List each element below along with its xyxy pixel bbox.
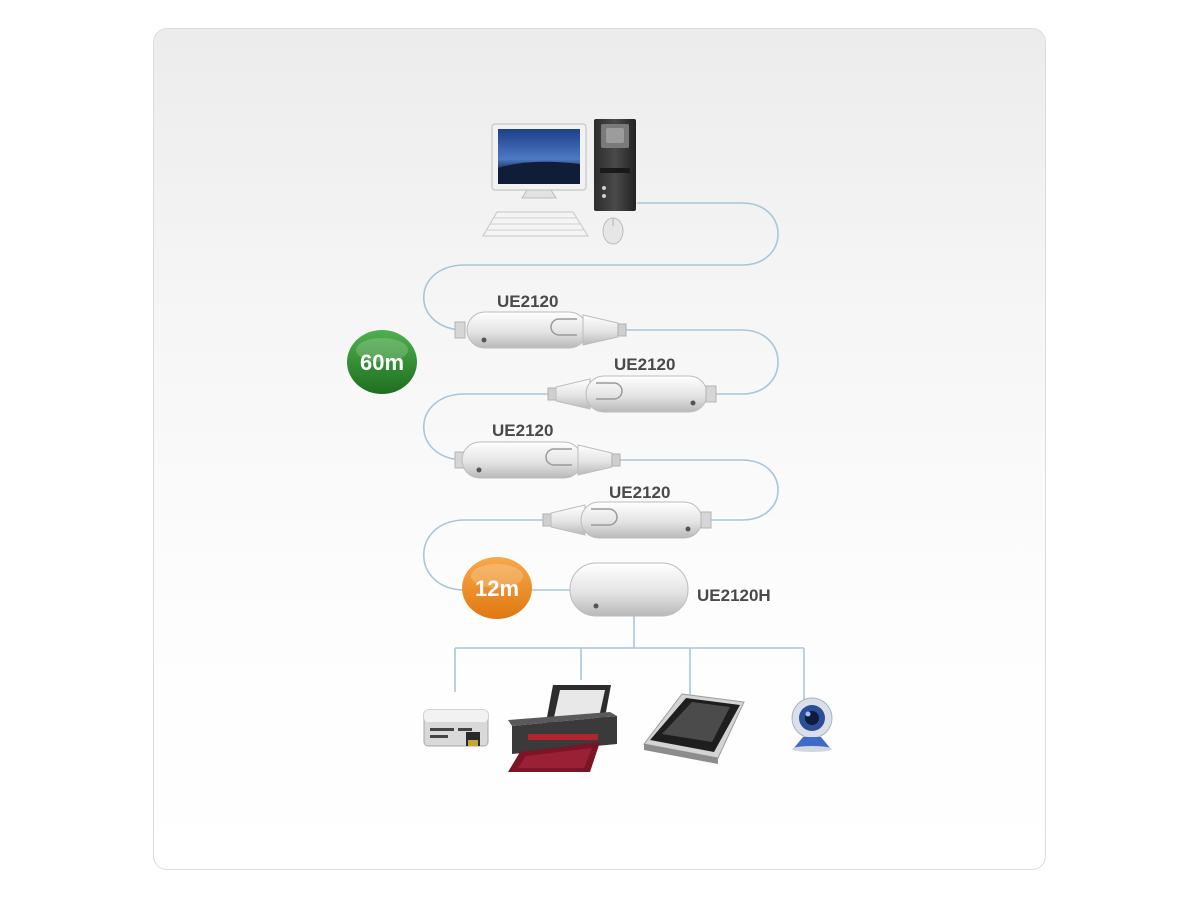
computer-icon — [482, 119, 636, 245]
extender-1: UE2120 — [454, 292, 627, 349]
distance-badge-12m-text: 12m — [475, 576, 519, 601]
card-reader-icon — [423, 709, 489, 747]
distance-badge-60m: 60m — [347, 330, 417, 394]
webcam-icon — [791, 697, 833, 752]
distance-badge-12m: 12m — [462, 557, 532, 619]
extender-2-label: UE2120 — [614, 355, 675, 374]
distance-badge-60m-text: 60m — [360, 350, 404, 375]
hub-device: UE2120H — [569, 562, 771, 617]
extender-3: UE2120 — [454, 421, 621, 479]
printer-icon — [508, 685, 617, 772]
extender-2: UE2120 — [547, 355, 717, 413]
extender-1-label: UE2120 — [497, 292, 558, 311]
hub-label: UE2120H — [697, 586, 771, 605]
extender-3-label: UE2120 — [492, 421, 553, 440]
extender-4: UE2120 — [542, 483, 712, 539]
extender-4-label: UE2120 — [609, 483, 670, 502]
scanner-icon — [643, 693, 745, 764]
cable-path — [422, 202, 805, 705]
